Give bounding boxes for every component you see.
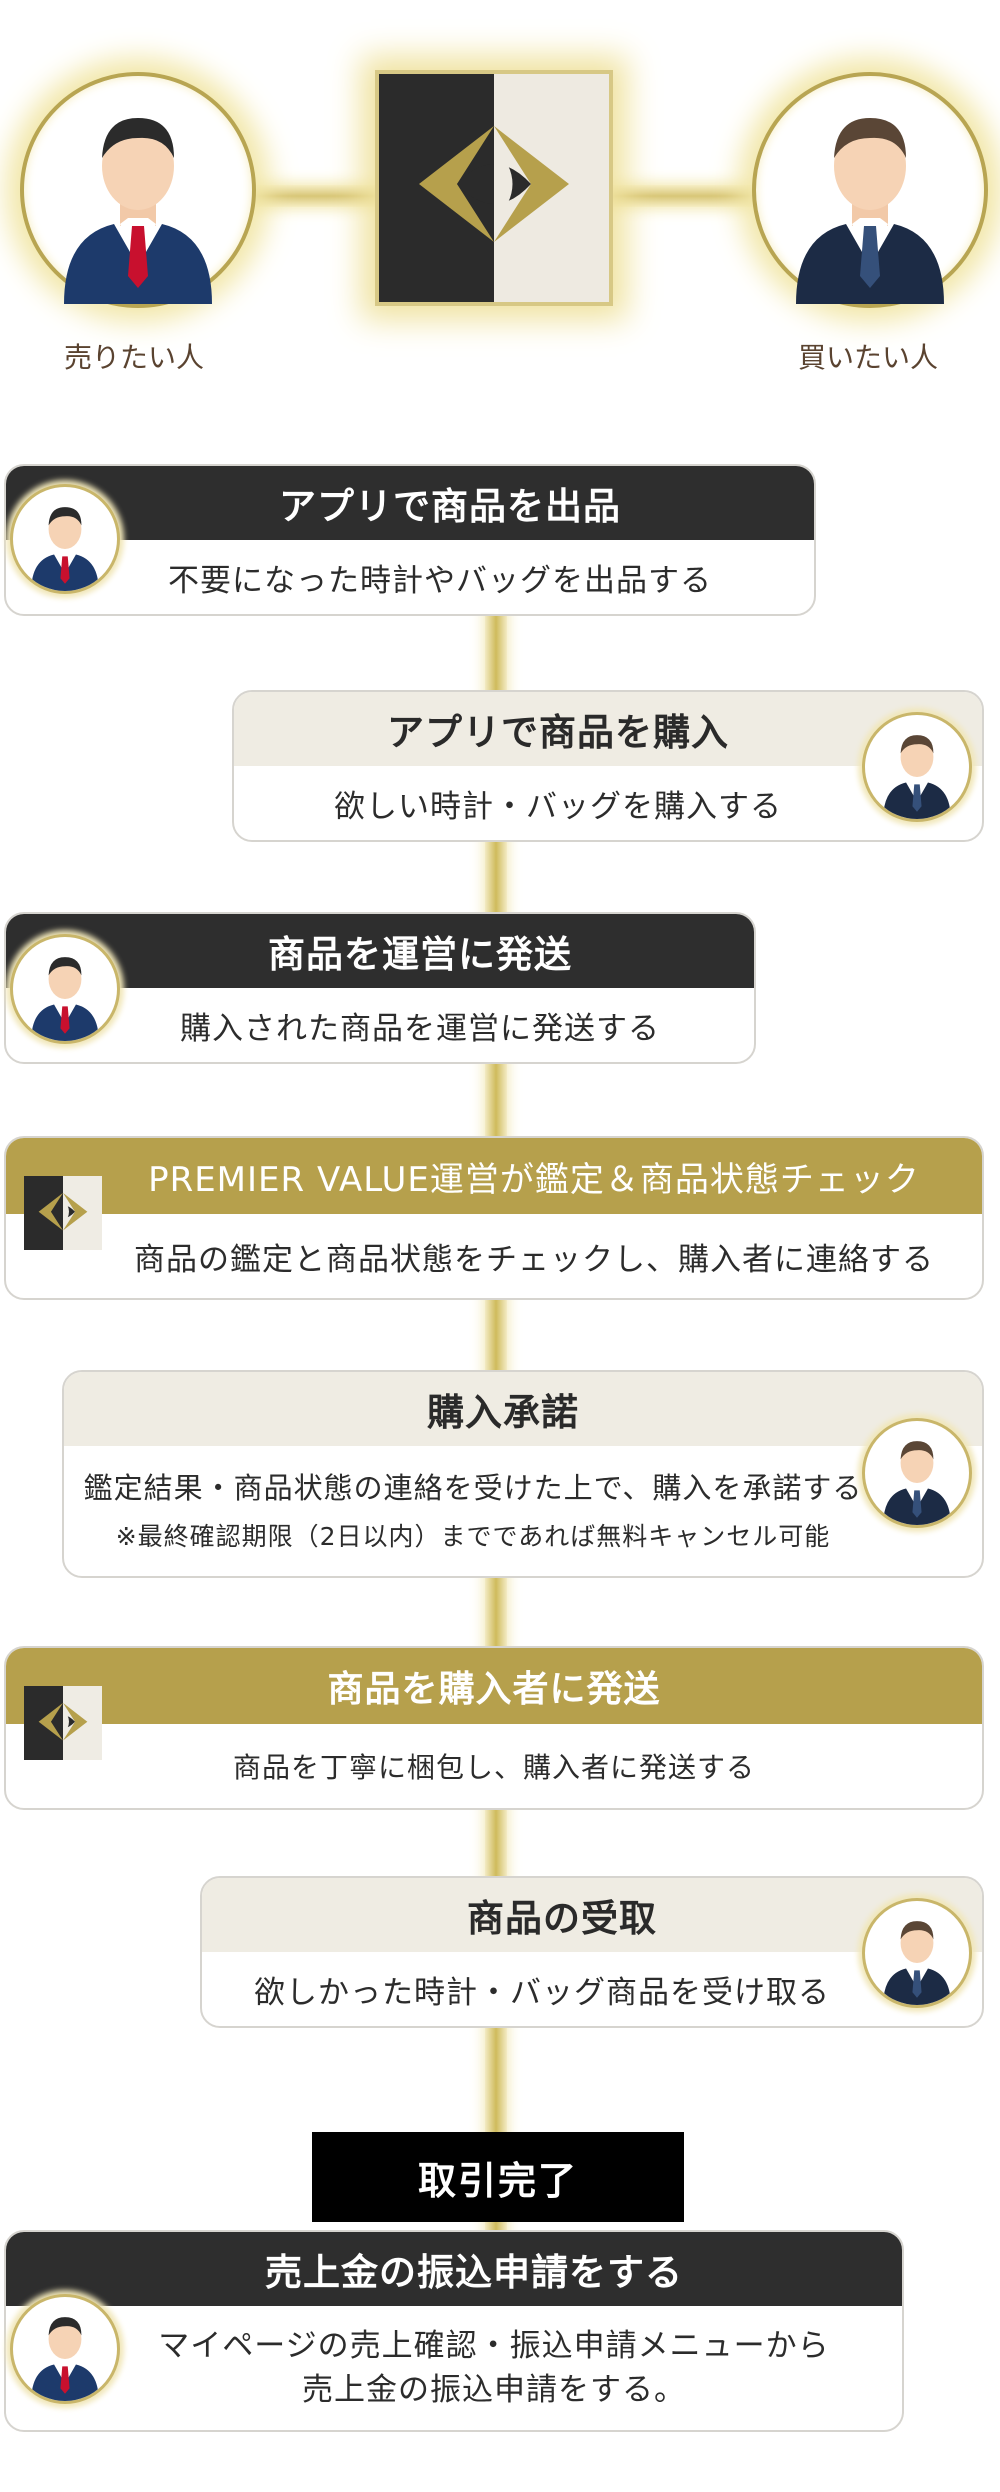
seller-label: 売りたい人 bbox=[63, 341, 204, 374]
step-1-card: アプリで商品を出品 不要になった時計やバッグを出品する bbox=[4, 464, 816, 616]
step-6-desc: 商品を丁寧に梱包し、購入者に発送する bbox=[232, 1751, 755, 1784]
completion-label: 取引完了 bbox=[312, 2132, 684, 2222]
step-2-buyer-avatar bbox=[862, 712, 972, 822]
step-4-card: PREMIER VALUE運営が鑑定＆商品状態チェック 商品の鑑定と商品状態をチ… bbox=[4, 1136, 984, 1300]
step-4-operator-logo bbox=[24, 1176, 102, 1250]
step-5-note: ※最終確認期限（2日以内）までであれば無料キャンセル可能 bbox=[115, 1522, 831, 1551]
brand-logo bbox=[375, 70, 613, 306]
step-7-desc: 欲しかった時計・バッグ商品を受け取る bbox=[254, 1974, 830, 2011]
step-1-title: アプリで商品を出品 bbox=[6, 466, 814, 540]
step-2-card: アプリで商品を購入 欲しい時計・バッグを購入する bbox=[232, 690, 984, 842]
step-4-desc: 商品の鑑定と商品状態をチェックし、購入者に連絡する bbox=[134, 1241, 934, 1278]
step-6-title: 商品を購入者に発送 bbox=[6, 1648, 982, 1724]
step-8-body: マイページの売上確認・振込申請メニューから 売上金の振込申請をする。 bbox=[6, 2306, 902, 2430]
brand-logo-mark-icon bbox=[419, 126, 569, 242]
buyer-person-icon bbox=[883, 1921, 951, 2005]
step-7-title: 商品の受取 bbox=[202, 1878, 982, 1952]
step-5-title: 購入承諾 bbox=[64, 1372, 982, 1446]
seller-avatar bbox=[20, 72, 256, 308]
buyer-avatar bbox=[752, 72, 988, 308]
seller-person-icon bbox=[31, 957, 99, 1041]
brand-logo-mark-icon bbox=[38, 1702, 88, 1741]
buyer-label: 買いたい人 bbox=[797, 341, 938, 374]
seller-person-icon bbox=[64, 118, 212, 304]
step-3-title: 商品を運営に発送 bbox=[6, 914, 754, 988]
seller-person-icon bbox=[31, 2317, 99, 2401]
step-6-operator-logo bbox=[24, 1686, 102, 1760]
step-7-card: 商品の受取 欲しかった時計・バッグ商品を受け取る bbox=[200, 1876, 984, 2028]
step-4-title: PREMIER VALUE運営が鑑定＆商品状態チェック bbox=[6, 1138, 982, 1214]
step-5-card: 購入承諾 鑑定結果・商品状態の連絡を受けた上で、購入を承諾する ※最終確認期限（… bbox=[62, 1370, 984, 1578]
brand-logo-mark-icon bbox=[38, 1192, 88, 1231]
step-8-desc-line2: 売上金の振込申請をする。 bbox=[302, 2372, 686, 2408]
step-8-card: 売上金の振込申請をする マイページの売上確認・振込申請メニューから 売上金の振込… bbox=[4, 2230, 904, 2432]
step-5-buyer-avatar bbox=[862, 1418, 972, 1528]
step-5-desc: 鑑定結果・商品状態の連絡を受けた上で、購入を承諾する bbox=[83, 1471, 863, 1505]
step-6-card: 商品を購入者に発送 商品を丁寧に梱包し、購入者に発送する bbox=[4, 1646, 984, 1810]
step-3-card: 商品を運営に発送 購入された商品を運営に発送する bbox=[4, 912, 756, 1064]
step-8-seller-avatar bbox=[10, 2294, 120, 2404]
step-5-body: 鑑定結果・商品状態の連絡を受けた上で、購入を承諾する ※最終確認期限（2日以内）… bbox=[64, 1446, 982, 1572]
step-1-desc: 不要になった時計やバッグを出品する bbox=[168, 562, 712, 599]
step-1-seller-avatar bbox=[10, 484, 120, 594]
buyer-person-icon bbox=[796, 118, 944, 304]
buyer-person-icon bbox=[883, 1441, 951, 1525]
step-8-desc: マイページの売上確認・振込申請メニューから bbox=[158, 2328, 830, 2364]
seller-person-icon bbox=[31, 507, 99, 591]
step-2-title: アプリで商品を購入 bbox=[234, 692, 982, 766]
step-3-desc: 購入された商品を運営に発送する bbox=[180, 1010, 660, 1047]
step-8-title: 売上金の振込申請をする bbox=[6, 2232, 902, 2306]
step-7-buyer-avatar bbox=[862, 1898, 972, 2008]
buyer-person-icon bbox=[883, 735, 951, 819]
step-3-seller-avatar bbox=[10, 934, 120, 1044]
step-2-desc: 欲しい時計・バッグを購入する bbox=[334, 788, 782, 825]
